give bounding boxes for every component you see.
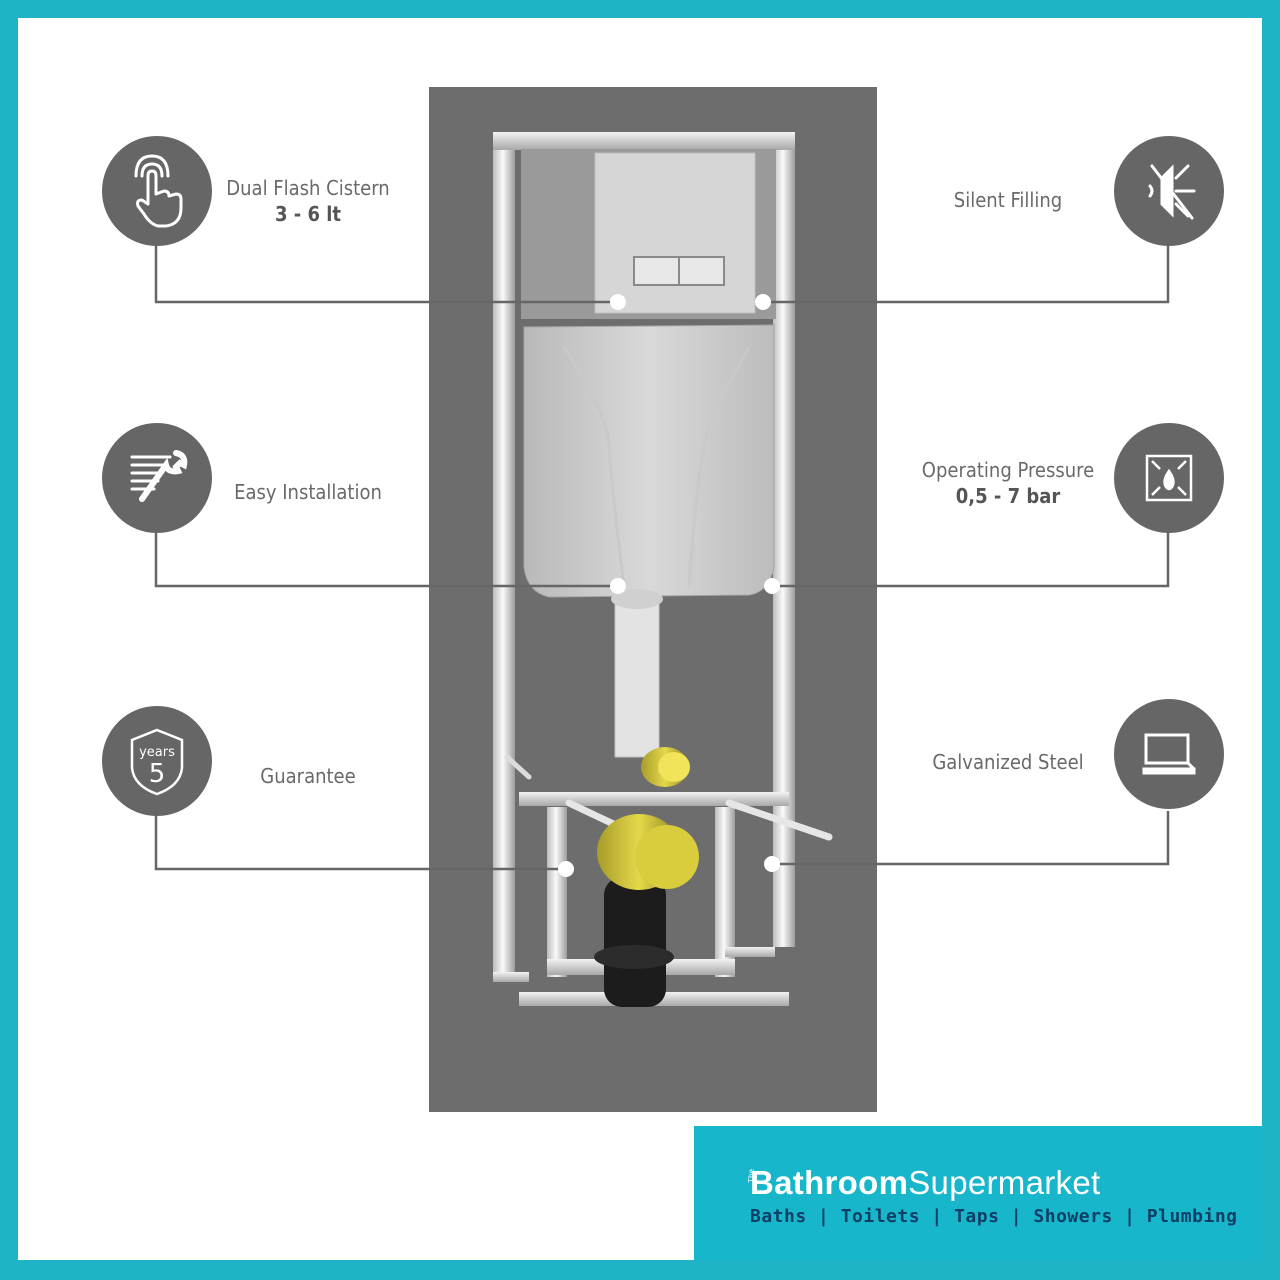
callout-lines [154,240,1170,877]
callout-dot [764,856,780,872]
brand-name: BathroomSupermarket [750,1164,1100,1202]
feature-silent-filling: Silent Filling [908,188,1108,212]
brand-name-light: Supermarket [908,1164,1101,1201]
silent-sound-icon [1114,136,1224,246]
brand-tagline: Baths | Toilets | Taps | Showers | Plumb… [750,1206,1238,1227]
callout-dot [610,294,626,310]
steel-sheet-icon [1114,699,1224,809]
feature-galvanized-steel: Galvanized Steel [908,750,1108,774]
badge-number-text: 5 [149,759,166,789]
concealed-cistern-frame-image [493,132,833,1007]
callout-dot [764,578,780,594]
hand-touch-icon [102,136,212,246]
callout-dot [610,578,626,594]
feature-value: 3 - 6 lt [274,202,342,226]
callout-dot [755,294,771,310]
feature-dual-flash: Dual Flash Cistern 3 - 6 lt [208,176,408,226]
feature-value: 0,5 - 7 bar [955,484,1061,508]
brand-badge: The BathroomSupermarket Baths | Toilets … [694,1126,1262,1260]
feature-operating-pressure: Operating Pressure 0,5 - 7 bar [898,458,1118,508]
pressure-drop-icon [1114,423,1224,533]
feature-title: Dual Flash Cistern [226,176,390,200]
feature-title: Easy Installation [234,480,382,504]
feature-title: Guarantee [260,764,356,788]
badge-years-text: years [139,745,175,760]
brand-name-bold: Bathroom [750,1164,909,1201]
wrench-tools-icon [102,423,212,533]
years-5-badge-icon: years 5 [102,706,212,816]
callout-dot [558,861,574,877]
feature-title: Galvanized Steel [932,750,1084,774]
product-infographic: years 5 Dual Flash Cistern 3 - 6 lt Sile… [18,18,1262,1260]
feature-guarantee: Guarantee [208,764,408,788]
feature-easy-installation: Easy Installation [208,480,408,504]
feature-title: Operating Pressure [921,458,1095,482]
feature-title: Silent Filling [953,188,1063,212]
product-image-panel [429,87,877,1112]
